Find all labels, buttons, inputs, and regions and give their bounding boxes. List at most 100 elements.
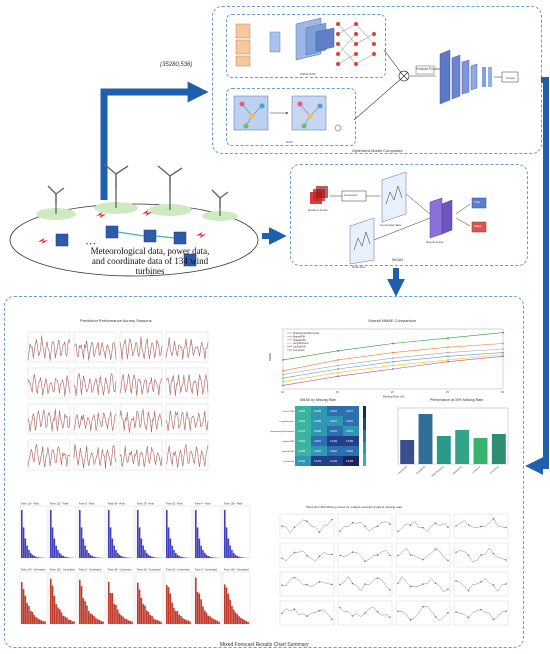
histogram-bar xyxy=(28,550,30,558)
nmae-point xyxy=(337,359,339,361)
nmae-legend-label: LongShortterm xyxy=(293,342,309,345)
histogram-bar xyxy=(116,609,119,624)
missing-line xyxy=(281,519,333,534)
nmae-point xyxy=(447,351,449,354)
season-predicted-line xyxy=(165,338,209,360)
histogram-bar xyxy=(89,554,92,558)
histogram-bar xyxy=(195,510,197,558)
season-panel xyxy=(119,439,163,471)
missing-panel xyxy=(395,513,451,539)
histogram-panel xyxy=(222,505,251,559)
nmae-legend-label: FourierGat xyxy=(293,349,305,352)
histogram-bar xyxy=(241,618,244,624)
wind-farm-illustration: • • • xyxy=(9,163,259,277)
missing-line xyxy=(339,576,391,592)
heatmap-value: 0.1137 xyxy=(330,421,338,423)
histogram-bar xyxy=(138,589,141,624)
histogram-bar xyxy=(234,554,237,558)
histogram-bar xyxy=(147,554,150,558)
heatmap-value: 0.1298 xyxy=(346,461,354,463)
nmae-point xyxy=(447,337,449,339)
histogram-title: Farm 98 - Generated xyxy=(108,569,132,572)
histogram-bar xyxy=(67,619,70,624)
heatmap-row-label: FourierGat xyxy=(284,460,295,463)
season-actual-line xyxy=(119,445,163,468)
season-predicted-line xyxy=(27,444,71,468)
histogram-bar xyxy=(240,617,242,624)
histogram-bar xyxy=(232,609,235,624)
histogram-bar xyxy=(203,552,206,558)
histogram-bar xyxy=(38,619,41,624)
missing-panel xyxy=(453,600,509,626)
nmae-point xyxy=(337,349,339,352)
season-predicted-line xyxy=(27,408,71,433)
histogram-bar xyxy=(149,615,152,624)
histogram-bar xyxy=(187,620,190,624)
histogram-bar xyxy=(44,621,46,624)
missing-panel xyxy=(395,600,451,626)
histogram-bar xyxy=(102,621,104,624)
histogram-bar xyxy=(79,579,81,624)
histogram-bar xyxy=(129,620,132,624)
histogram-title: Farm 28 - Generated xyxy=(137,569,161,572)
histogram-title: Farm 106 - Generated xyxy=(224,569,249,572)
histogram-title: Farm 5 - Real xyxy=(79,503,95,506)
nmae-point xyxy=(502,342,504,345)
cnn-lstm-label: CNN-LSTM xyxy=(300,72,316,76)
histogram-title: Farm 98 - Real xyxy=(108,503,125,506)
generated-data-label: Generated data xyxy=(380,223,401,227)
missing-line xyxy=(455,547,507,562)
histogram-bar xyxy=(236,555,239,558)
histogram-bar xyxy=(109,527,112,558)
season-panel xyxy=(73,367,117,399)
histogram-bar xyxy=(229,545,231,558)
missing-line xyxy=(281,550,333,562)
histogram-bar xyxy=(200,599,202,624)
heatmap-value: 0.1153 xyxy=(330,431,338,433)
nmae-point xyxy=(337,371,339,374)
histogram-bar xyxy=(209,616,211,624)
missing-line xyxy=(455,609,507,620)
bar-category-label: LongShort xyxy=(471,465,481,474)
histogram-panel xyxy=(19,571,48,625)
nmae-legend-label: SpatiotemporalTemporal xyxy=(293,332,319,335)
nmae-point xyxy=(447,359,449,361)
bar-category-label: SpatialCNN xyxy=(452,465,463,475)
feature-fusion-label: Feature Fusion xyxy=(416,67,440,71)
histogram-bar xyxy=(195,577,197,624)
histogram-bar xyxy=(216,620,219,624)
nmae-point xyxy=(447,355,449,358)
histogram-title: Farm 92 - Real xyxy=(166,503,183,506)
histogram-bar xyxy=(84,601,86,624)
nmae-point xyxy=(447,360,449,363)
histogram-title: Farm 114 - Real xyxy=(21,503,39,506)
histogram-bar xyxy=(51,527,54,558)
heatmap-cell xyxy=(327,446,343,456)
season-predicted-line xyxy=(73,341,117,361)
histogram-bar xyxy=(224,584,226,624)
heatmap-cell xyxy=(311,416,327,426)
histogram-bar xyxy=(224,510,226,558)
histogram-bar xyxy=(178,555,181,558)
histogram-bar xyxy=(212,619,215,624)
nmae-xtick: 10 xyxy=(281,390,284,394)
histogram-bar xyxy=(89,613,92,624)
missing-panel xyxy=(337,542,393,568)
missing-line xyxy=(281,577,333,588)
histogram-bar xyxy=(108,510,110,558)
season-panel xyxy=(119,403,163,435)
nmae-point xyxy=(502,331,504,334)
histogram-bar xyxy=(62,615,65,624)
nmae-point xyxy=(502,348,504,350)
heatmap-colorbar xyxy=(363,454,366,466)
heatmap-cell xyxy=(311,436,327,446)
heatmap-value: 0.1093 xyxy=(314,411,322,413)
histogram-bar xyxy=(124,557,126,558)
heatmap-cell xyxy=(327,436,343,446)
missing-title: Wind farm #52 Missing cases for multiple… xyxy=(306,505,403,509)
histogram-bar xyxy=(125,557,128,558)
season-panel xyxy=(27,331,71,363)
season-predicted-line xyxy=(119,408,163,433)
heatmap-cell xyxy=(311,446,327,456)
